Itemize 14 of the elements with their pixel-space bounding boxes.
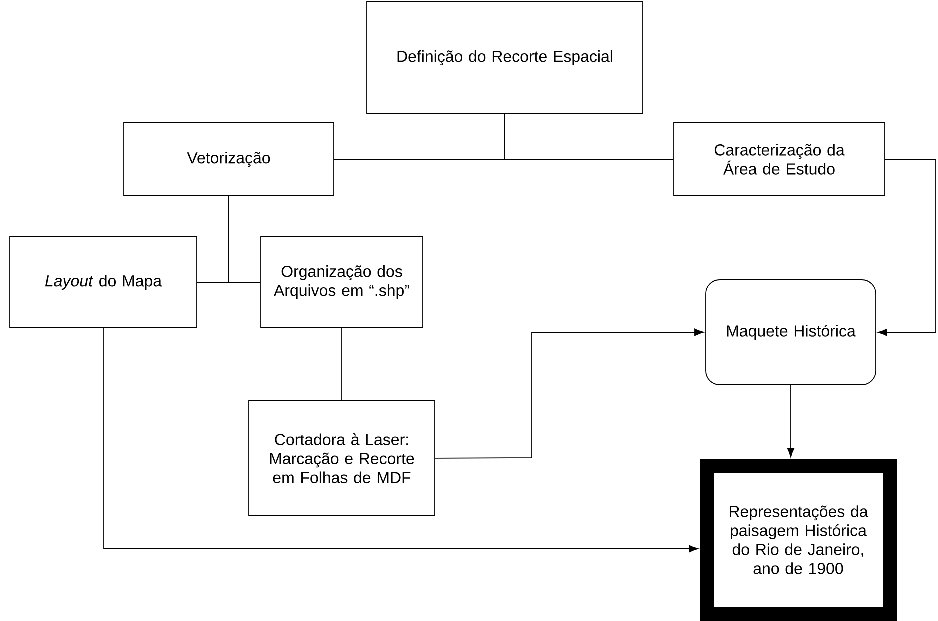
arrow xyxy=(435,328,704,459)
connector-line xyxy=(504,114,674,160)
connector-line xyxy=(228,196,261,283)
process-box: Organização dos Arquivos em “.shp” xyxy=(260,236,424,328)
process-box: Layout do Mapa xyxy=(10,236,198,328)
process-box: Caracterização da Área de Estudo xyxy=(674,122,886,196)
arrow xyxy=(104,328,699,553)
result-box: Representações da paisagem Histórica do Rio de Janeiro, ano de 1900 xyxy=(700,458,897,621)
rounded-box: Maquete Histórica xyxy=(706,280,876,386)
arrow xyxy=(787,385,795,458)
process-box: Cortadora à Laser: Marcação e Recorte em Folhas de MDF xyxy=(248,400,436,516)
arrow xyxy=(878,159,936,336)
process-box: Definição do Recorte Espacial xyxy=(366,2,644,114)
process-box: Vetorização xyxy=(124,122,334,196)
